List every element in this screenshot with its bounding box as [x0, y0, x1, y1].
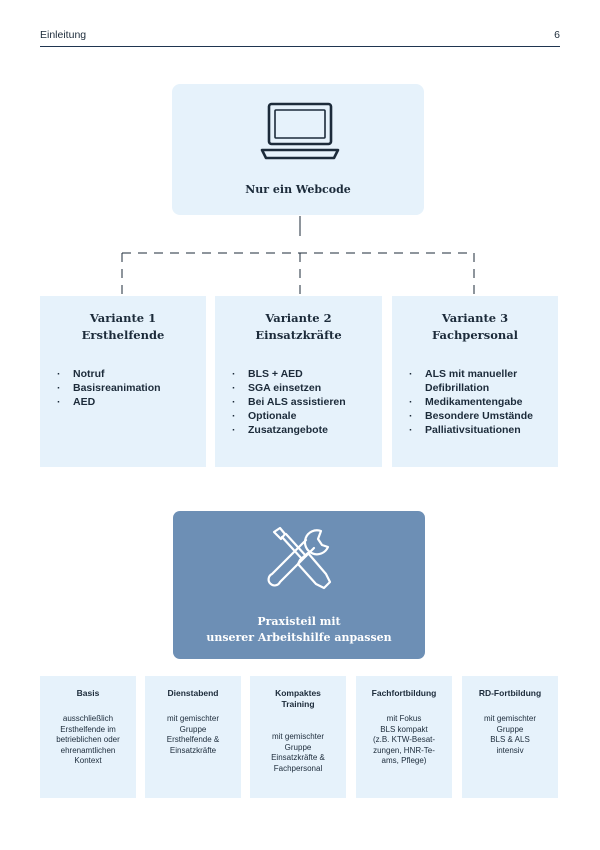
- page-number: 6: [554, 29, 560, 41]
- variant-list: ·BLS + AED ·SGA einsetzen ·Bei ALS assis…: [231, 367, 376, 437]
- variant-audience: Fachpersonal: [431, 328, 519, 342]
- list-item: ·Basisreanimation: [57, 382, 161, 394]
- format-title: RD-Fortbildung: [478, 688, 542, 698]
- list-item: ·Notruf: [57, 368, 105, 380]
- laptop-icon: [260, 102, 340, 160]
- connector-lines: [121, 216, 475, 296]
- list-item: ·Optionale: [232, 410, 297, 422]
- list-item: ·Bei ALS assistieren: [232, 396, 346, 408]
- variant-number: Variante 1: [89, 311, 157, 325]
- praxis-label-line: unserer Arbeitshilfe anpassen: [206, 631, 392, 644]
- format-title: Basis: [76, 688, 100, 698]
- variant-card-3: Variante 3 Fachpersonal ·ALS mit manuell…: [392, 296, 558, 467]
- list-item: ·ALS mit manueller: [409, 368, 518, 380]
- variant-number: Variante 2: [265, 311, 332, 325]
- praxis-box: [173, 511, 425, 659]
- variant-card-2: Variante 2 Einsatzkräfte ·BLS + AED ·SGA…: [215, 296, 382, 467]
- webcode-label: Nur ein Webcode: [245, 183, 351, 196]
- variant-title: Variante 2 Einsatzkräfte: [215, 310, 382, 344]
- variant-audience: Einsatzkräfte: [255, 328, 342, 342]
- list-item: ·Palliativsituationen: [409, 424, 521, 436]
- list-item: ·Zusatzangebote: [232, 424, 328, 436]
- list-item: ·AED: [57, 396, 96, 408]
- list-item: ·Besondere Umstände: [409, 410, 533, 422]
- tools-icon: [267, 526, 332, 590]
- praxis-label-line: Praxisteil mit: [257, 615, 341, 628]
- list-item: ·SGA einsetzen: [232, 382, 322, 394]
- list-item: ·BLS + AED: [232, 368, 303, 380]
- variant-card-1: Variante 1 Ersthelfende ·Notruf ·Basisre…: [40, 296, 206, 467]
- list-item: ·Medikamentengabe: [409, 396, 523, 408]
- variant-list: ·ALS mit manueller Defibrillation ·Medik…: [408, 367, 552, 437]
- variant-number: Variante 3: [441, 311, 509, 325]
- list-item-continuation: Defibrillation: [425, 382, 490, 394]
- variant-audience: Ersthelfende: [81, 328, 165, 342]
- format-title: Dienstabend: [167, 688, 219, 698]
- header-rule: [40, 46, 560, 47]
- praxis-label: Praxisteil mit unserer Arbeitshilfe anpa…: [173, 614, 425, 646]
- variant-list: ·Notruf ·Basisreanimation ·AED: [56, 367, 200, 409]
- section-title: Einleitung: [40, 29, 87, 41]
- format-title: Fachfortbildung: [371, 688, 437, 698]
- variant-title: Variante 1 Ersthelfende: [40, 310, 206, 344]
- variant-title: Variante 3 Fachpersonal: [392, 310, 558, 344]
